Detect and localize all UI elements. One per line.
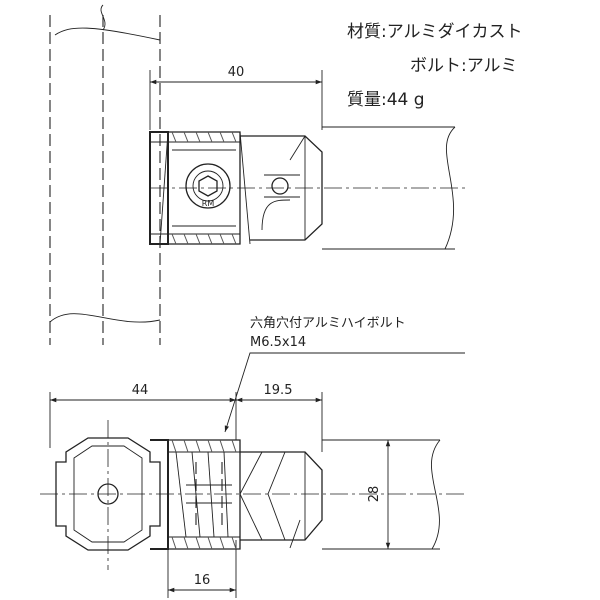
dim-bottom-28: 28 bbox=[330, 439, 400, 550]
bolt-callout: 六角穴付アルミハイボルト M6.5x14 bbox=[224, 316, 465, 433]
top-view: 40 bbox=[49, 4, 465, 345]
logo-mark: RM bbox=[202, 199, 215, 208]
side-hole bbox=[271, 177, 289, 195]
callout-line1: 六角穴付アルミハイボルト bbox=[250, 316, 406, 331]
fitting-bottom bbox=[150, 439, 323, 550]
hatch-bottom bbox=[171, 439, 237, 550]
hatch-top bbox=[171, 131, 237, 245]
bottom-view: 六角穴付アルミハイボルト M6.5x14 44 19.5 28 bbox=[40, 316, 465, 598]
spec-material: 材質:アルミダイカスト bbox=[347, 22, 523, 42]
horizontal-tube bbox=[150, 126, 465, 250]
dim-label-40: 40 bbox=[228, 65, 245, 80]
horizontal-tube-bottom bbox=[322, 439, 441, 550]
hex-socket bbox=[198, 175, 218, 197]
dim-label-44: 44 bbox=[132, 383, 149, 398]
fitting-top: RM bbox=[149, 131, 323, 245]
callout-line2: M6.5x14 bbox=[250, 335, 306, 350]
bolt-head bbox=[185, 163, 231, 209]
vertical-tube bbox=[49, 4, 161, 345]
spec-bolt: ボルト:アルミ bbox=[410, 56, 518, 76]
profile-section bbox=[40, 420, 465, 570]
spec-block: 材質:アルミダイカスト ボルト:アルミ 質量:44 g bbox=[347, 22, 523, 110]
dim-top-40: 40 bbox=[149, 65, 323, 130]
dim-label-19-5: 19.5 bbox=[264, 383, 293, 398]
spec-mass: 質量:44 g bbox=[347, 90, 425, 110]
dim-label-16: 16 bbox=[194, 573, 211, 588]
dim-bottom-44: 44 bbox=[49, 383, 237, 448]
dim-bottom-19-5: 19.5 bbox=[236, 383, 323, 452]
